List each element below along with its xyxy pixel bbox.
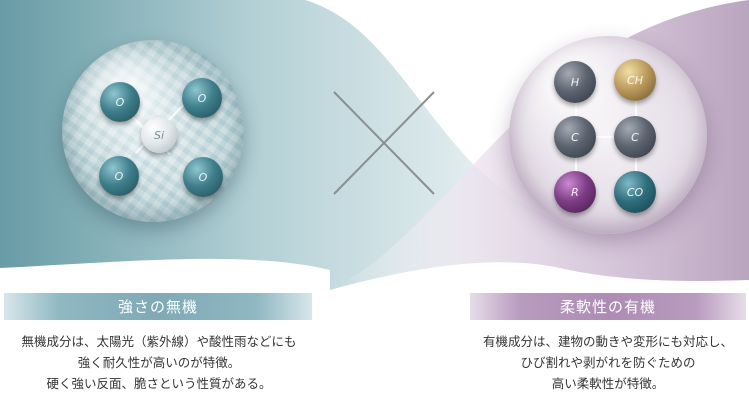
description-line: 高い柔軟性が特徴。 — [551, 376, 665, 391]
organic-description: 有機成分は、建物の動きや変形にも対応し、 ひび割れや剥がれを防ぐための 高い柔軟… — [468, 331, 748, 394]
atom-c-right: C — [614, 116, 656, 158]
atom-h: H — [554, 61, 596, 103]
atom-r: R — [554, 171, 596, 213]
inorganic-description: 無機成分は、太陽光（紫外線）や酸性雨などにも 強く耐久性が高いのが特徴。 硬く強… — [0, 331, 318, 394]
organic-molecule-sphere: H CH C C R CO — [509, 36, 707, 234]
bond-line — [575, 136, 637, 138]
description-line: ひび割れや剥がれを防ぐための — [520, 355, 696, 370]
atom-o-bottom-left: O — [99, 156, 139, 196]
atom-o-top-left: O — [100, 82, 140, 122]
atom-ch: CH — [614, 59, 656, 101]
atom-o-bottom-right: O — [183, 157, 223, 197]
description-line: 硬く強い反面、脆さという性質がある。 — [46, 376, 272, 391]
description-line: 有機成分は、建物の動きや変形にも対応し、 — [482, 334, 733, 349]
inorganic-molecule-sphere: O O Si O O — [62, 40, 244, 222]
description-line: 無機成分は、太陽光（紫外線）や酸性雨などにも — [21, 334, 297, 349]
inorganic-heading: 強さの無機 — [4, 293, 312, 320]
atom-si-center: Si — [141, 117, 177, 153]
atom-co: CO — [614, 171, 656, 213]
atom-c-left: C — [554, 116, 596, 158]
multiply-symbol — [333, 91, 435, 195]
organic-heading: 柔軟性の有機 — [470, 293, 746, 320]
atom-o-top-right: O — [182, 78, 222, 118]
description-line: 強く耐久性が高いのが特徴。 — [77, 355, 241, 370]
